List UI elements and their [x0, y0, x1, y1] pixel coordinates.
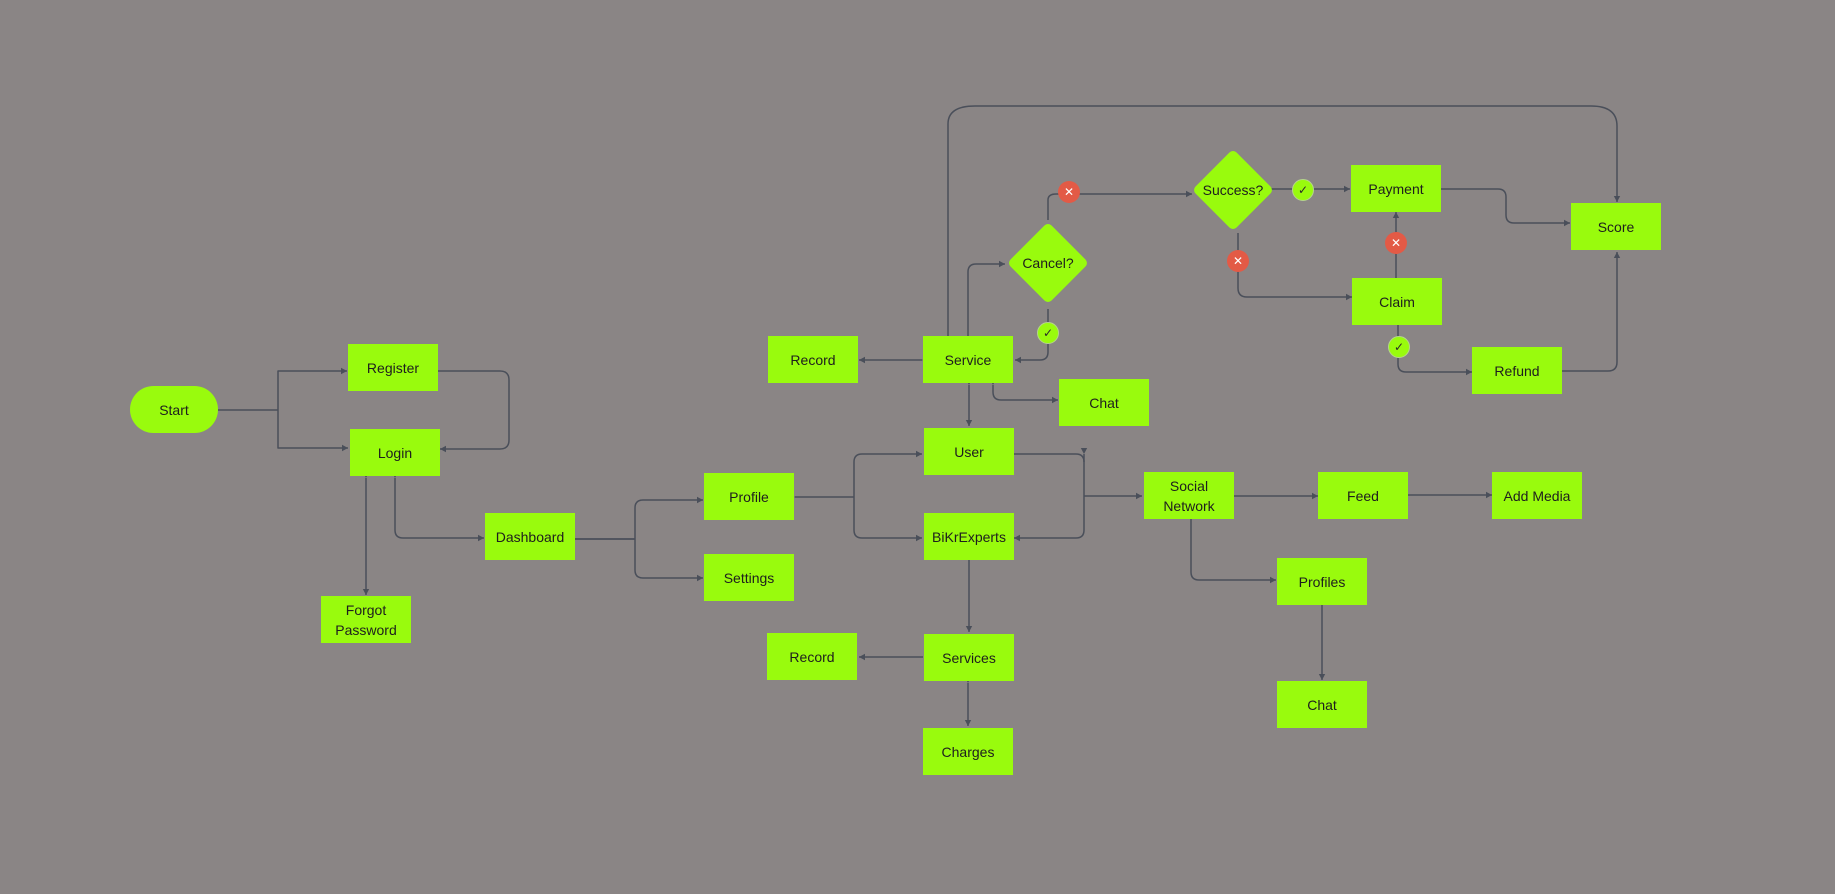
- connector: [391, 472, 484, 542]
- profile-label: Profile: [729, 488, 769, 505]
- score-node[interactable]: Score: [1571, 203, 1661, 250]
- forgot-password-label: Forgot Password: [335, 601, 397, 638]
- check-icon: ✓: [1037, 322, 1059, 344]
- success-decision-node[interactable]: Success?: [1191, 147, 1275, 233]
- chat-service-label: Chat: [1089, 394, 1119, 411]
- settings-node[interactable]: Settings: [704, 554, 794, 601]
- dashboard-label: Dashboard: [495, 528, 565, 545]
- check-icon: ✓: [1388, 336, 1410, 358]
- profiles-node[interactable]: Profiles: [1277, 558, 1367, 605]
- user-label: User: [954, 443, 984, 460]
- social-network-node[interactable]: Social Network: [1144, 472, 1234, 519]
- chat-service-node[interactable]: Chat: [1059, 379, 1149, 426]
- profile-node[interactable]: Profile: [704, 473, 794, 520]
- claim-node[interactable]: Claim: [1352, 278, 1442, 325]
- dashboard-node[interactable]: Dashboard: [485, 513, 575, 560]
- chat-social-label: Chat: [1307, 696, 1337, 713]
- check-icon: ✓: [1292, 179, 1314, 201]
- social-network-label: Social Network: [1163, 477, 1215, 514]
- record-services-label: Record: [789, 648, 835, 665]
- services-node[interactable]: Services: [924, 634, 1014, 681]
- record-service-node[interactable]: Record: [768, 336, 858, 383]
- success-label: Success?: [1202, 182, 1264, 198]
- connector: [1441, 188, 1570, 227]
- connector: [438, 370, 510, 453]
- bikrexperts-node[interactable]: BiKrExperts: [924, 513, 1014, 560]
- connector: [853, 450, 922, 497]
- cancel-label: Cancel?: [1022, 255, 1074, 271]
- profiles-label: Profiles: [1298, 573, 1346, 590]
- check-glyph: ✓: [1393, 340, 1405, 354]
- services-label: Services: [942, 649, 996, 666]
- connector: [634, 539, 703, 582]
- connector: [853, 497, 922, 542]
- connector: [989, 379, 1058, 404]
- connector: [1397, 325, 1472, 376]
- user-node[interactable]: User: [924, 428, 1014, 475]
- claim-label: Claim: [1379, 293, 1415, 310]
- cross-glyph: ✕: [1063, 185, 1075, 199]
- refund-node[interactable]: Refund: [1472, 347, 1562, 394]
- chat-social-node[interactable]: Chat: [1277, 681, 1367, 728]
- record-services-node[interactable]: Record: [767, 633, 857, 680]
- cross-glyph: ✕: [1390, 236, 1402, 250]
- login-node[interactable]: Login: [350, 429, 440, 476]
- payment-label: Payment: [1368, 180, 1424, 197]
- cross-icon: ✕: [1058, 181, 1080, 203]
- cross-icon: ✕: [1385, 232, 1407, 254]
- connector: [1187, 512, 1276, 584]
- start-node[interactable]: Start: [130, 386, 218, 433]
- refund-label: Refund: [1494, 362, 1540, 379]
- connector: [634, 496, 703, 539]
- cancel-decision-node[interactable]: Cancel?: [1006, 220, 1090, 306]
- bikrexperts-label: BiKrExperts: [932, 528, 1006, 545]
- add-media-node[interactable]: Add Media: [1492, 472, 1582, 519]
- feed-label: Feed: [1347, 487, 1379, 504]
- charges-label: Charges: [941, 743, 995, 760]
- check-glyph: ✓: [1042, 326, 1054, 340]
- connector: [277, 367, 347, 410]
- login-label: Login: [377, 444, 413, 461]
- register-label: Register: [366, 359, 420, 376]
- connector: [1237, 233, 1352, 301]
- feed-node[interactable]: Feed: [1318, 472, 1408, 519]
- connector: [967, 260, 1005, 336]
- add-media-label: Add Media: [1503, 487, 1571, 504]
- connector: [944, 105, 1621, 342]
- cross-glyph: ✕: [1232, 254, 1244, 268]
- cross-icon: ✕: [1227, 250, 1249, 272]
- service-node[interactable]: Service: [923, 336, 1013, 383]
- connector: [1015, 309, 1049, 364]
- settings-label: Settings: [723, 569, 775, 586]
- payment-node[interactable]: Payment: [1351, 165, 1441, 212]
- register-node[interactable]: Register: [348, 344, 438, 391]
- record-service-label: Record: [790, 351, 836, 368]
- forgot-password-node[interactable]: Forgot Password: [321, 596, 411, 643]
- start-label: Start: [159, 401, 189, 418]
- score-label: Score: [1597, 218, 1635, 235]
- connector: [277, 410, 348, 452]
- connector: [1562, 252, 1621, 372]
- connector: [1014, 453, 1085, 542]
- service-label: Service: [944, 351, 992, 368]
- check-glyph: ✓: [1297, 183, 1309, 197]
- charges-node[interactable]: Charges: [923, 728, 1013, 775]
